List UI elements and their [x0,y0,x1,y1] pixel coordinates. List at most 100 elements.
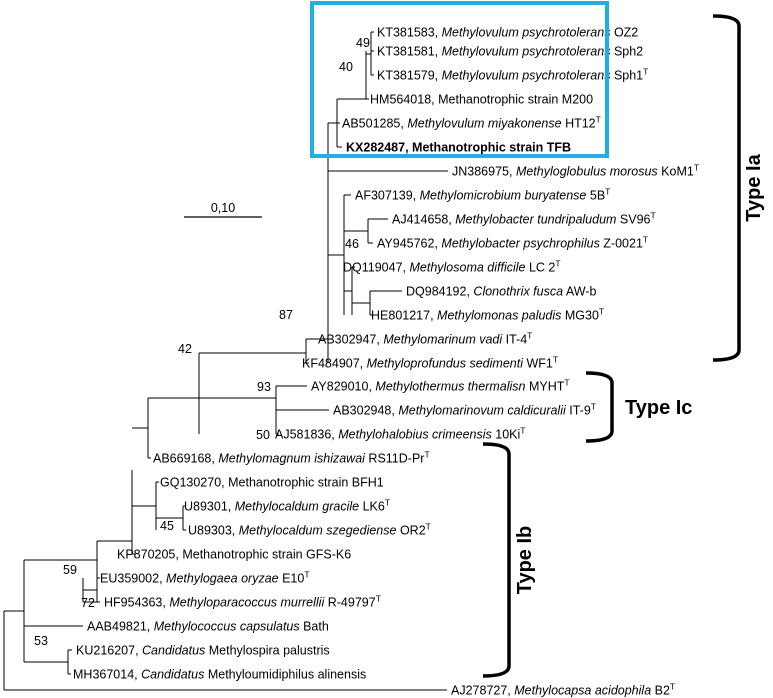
leaf-species: Methanotrophic strain M200 [438,93,593,107]
leaf-strain: 5B [586,189,605,203]
leaf-accession: AY945762, [377,237,441,251]
leaf-accession: HE801217, [371,309,437,323]
leaf-accession: AB302948, [333,404,398,418]
leaf-accession: KT381581, [377,45,442,59]
leaf-label: KU216207, Candidatus Methylospira palust… [76,644,330,658]
leaf-species: Methanotrophic strain GFS-K6 [182,548,351,562]
leaf-species: Methylomarinovum caldicuralii [398,404,567,418]
type-strain-mark: T [385,498,390,508]
leaf-species: Clonothrix fusca [473,285,563,299]
leaf-accession: AB302947, [318,333,383,347]
leaf-species: Methylovulum miyakonense [407,117,561,131]
leaf-species: Methylomonas paludis [437,309,561,323]
type-strain-mark: T [599,307,604,317]
leaf-strain: 10Ki [492,428,521,442]
type-strain-mark: T [643,67,648,77]
leaf-label: KT381581, Methylovulum psychrotolerans S… [377,45,643,59]
type-strain-mark: T [376,594,381,604]
leaf-accession: KU216207, [76,644,142,658]
bootstrap-value: 59 [63,563,77,577]
highlight-box [310,1,609,158]
leaf-label: DQ119047, Methylosoma difficile LC 2T [343,259,561,275]
leaf-strain: MYHT [525,380,564,394]
type-strain-mark: T [527,331,532,341]
bootstrap-value: 53 [34,634,48,648]
bootstrap-value: 72 [81,596,95,610]
type-strain-mark: T [694,163,699,173]
leaf-accession: U89301, [184,500,235,514]
leaf-label: AY945762, Methylobacter psychrophilus Z-… [377,235,648,251]
leaf-species: Methylohalobius crimeensis [338,428,492,442]
leaf-label: JN386975, Methyloglobulus morosus KoM1T [452,163,699,179]
leaf-strain: SV96 [616,213,650,227]
type-strain-mark: T [596,115,601,125]
leaf-species: Methylomicrobium buryatense [420,189,587,203]
leaf-label: HM564018, Methanotrophic strain M200 [370,93,593,107]
leaf-accession: GQ130270, [160,476,228,490]
leaf-species: Methyloglobulus morosus [516,165,658,179]
leaf-label: KF484907, Methyloprofundus sedimenti WF1… [302,355,558,371]
leaf-accession: AY829010, [311,380,375,394]
leaf-label: AB302947, Methylomarinum vadi IT-4T [318,331,532,347]
type-ia-bracket [712,14,741,362]
leaf-strain: Bath [300,620,329,634]
scale-bar-label: 0,10 [211,201,235,215]
leaf-strain: MG30 [561,309,599,323]
type-strain-mark: T [304,570,309,580]
leaf-species: Methyloprofundus sedimenti [367,357,525,371]
type-ib-bracket [482,442,511,678]
group-label-type-ia: Type Ia [743,153,765,221]
bootstrap-value: 46 [345,237,359,251]
leaf-label: KT381579, Methylovulum psychrotolerans S… [377,67,648,83]
type-strain-mark: T [553,355,558,365]
leaf-strain: OZ2 [610,26,638,40]
group-label-type-ic: Type Ic [625,397,692,419]
leaf-species: Methylocapsa acidophila [514,684,651,698]
leaf-label: AB302948, Methylomarinovum caldicuralii … [333,402,596,418]
leaf-strain: IT-9 [566,404,591,418]
leaf-label: HF954363, Methyloparacoccus murrellii R-… [104,594,381,610]
leaf-accession: MH367014, [73,668,141,682]
leaf-accession: KX282487, [346,141,412,155]
leaf-label: KP870205, Methanotrophic strain GFS-K6 [117,548,351,562]
leaf-accession: AB669168, [153,452,218,466]
leaf-accession: JN386975, [452,165,516,179]
leaf-accession: HM564018, [370,93,438,107]
leaf-species: Methylocaldum szegediense [239,524,397,538]
leaf-species: Methylomagnum ishizawai [218,452,366,466]
leaf-accession: AB501285, [342,117,407,131]
leaf-strain: RS11D-Pr [365,452,425,466]
type-strain-mark: T [591,402,596,412]
group-label-type-ib: Type Ib [514,526,536,595]
leaf-accession: AJ414658, [392,213,455,227]
leaf-strain: Methyloumidiphilus alinensis [204,668,366,682]
leaf-label: AY829010, Methylothermus thermalisn MYHT… [311,378,570,394]
leaf-label: AB669168, Methylomagnum ishizawai RS11D-… [153,450,430,466]
leaf-accession: EU359002, [100,572,166,586]
type-strain-mark: T [605,187,610,197]
leaf-accession: U89303, [188,524,239,538]
leaf-accession: KP870205, [117,548,182,562]
leaf-label: AF307139, Methylomicrobium buryatense 5B… [355,187,610,203]
leaf-accession: KT381583, [377,26,442,40]
leaf-species: Methyloparacoccus murrellii [169,596,325,610]
leaf-species: Candidatus [141,668,204,682]
leaf-label: EU359002, Methylogaea oryzae E10T [100,570,310,586]
leaf-label: U89301, Methylocaldum gracile LK6T [184,498,390,514]
leaf-species: Methylovulum psychrotolerans [442,69,611,83]
leaf-accession: AAB49821, [87,620,154,634]
leaf-species: Methylocaldum gracile [235,500,359,514]
leaf-accession: KT381579, [377,69,442,83]
leaf-species: Methylothermus thermalisn [375,380,525,394]
leaf-label: HE801217, Methylomonas paludis MG30T [371,307,604,323]
leaf-accession: AJ278727, [451,684,514,698]
leaf-accession: KF484907, [302,357,367,371]
type-strain-mark: T [564,378,569,388]
type-strain-mark: T [643,235,648,245]
type-strain-mark: T [520,426,525,436]
type-strain-mark: T [651,211,656,221]
type-strain-mark: T [426,522,431,532]
leaf-accession: HF954363, [104,596,169,610]
leaf-label: AJ581836, Methylohalobius crimeensis 10K… [275,426,526,442]
